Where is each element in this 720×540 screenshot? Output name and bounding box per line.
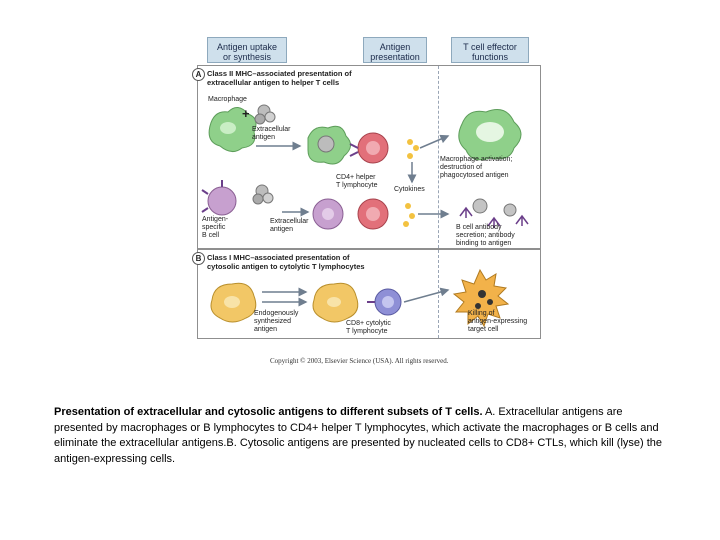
macrophage-presenting-cell xyxy=(307,125,351,165)
presenting-target-cell xyxy=(312,282,359,323)
caption-text: A. Extracellular antigens are presented … xyxy=(54,406,663,465)
panel-b: B Class I MHC–associated presentation of… xyxy=(192,249,541,339)
label-killing: Killing of antigen-expressing target cel… xyxy=(468,310,528,333)
column-divider xyxy=(438,66,439,248)
header-antigen-presentation: Antigen presentation xyxy=(363,37,427,63)
label-extracellular-antigen-1: Extracellular antigen xyxy=(252,126,291,141)
figure-caption: Presentation of extracellular and cytoso… xyxy=(54,405,664,467)
b-cell-presenting xyxy=(312,198,344,230)
cd4-t-cell-1 xyxy=(349,132,389,164)
antigen-cluster-2-icon xyxy=(252,184,274,205)
panel-b-title: Class I MHC–associated presentation of c… xyxy=(207,253,365,271)
cd8-ctl-cell xyxy=(367,288,402,316)
label-endogenous: Endogenously synthesized antigen xyxy=(254,310,299,333)
antigen-cluster-icon xyxy=(254,104,276,125)
macrophage-cell xyxy=(208,107,257,152)
panel-b-artwork xyxy=(210,268,510,328)
copyright-notice: Copyright © 2003, Elsevier Science (USA)… xyxy=(270,357,449,365)
label-macrophage-activation: Macrophage activation; destruction of ph… xyxy=(440,156,513,179)
header-effector-functions: T cell effector functions xyxy=(451,37,529,63)
header-effector-functions-label: T cell effector functions xyxy=(463,42,517,62)
activated-macrophage-cell xyxy=(458,109,522,161)
header-antigen-uptake-label: Antigen uptake or synthesis xyxy=(216,42,278,62)
header-antigen-uptake: Antigen uptake or synthesis xyxy=(207,37,287,63)
label-cd8-ctl: CD8+ cytolytic T lymphocyte xyxy=(346,320,391,335)
panel-a-artwork xyxy=(201,104,529,230)
panel-a-letter: A xyxy=(192,68,205,81)
panel-a: A Class II MHC–associated presentation o… xyxy=(192,65,541,249)
caption-title: Presentation of extracellular and cytoso… xyxy=(54,406,483,418)
immunology-figure: Antigen uptake or synthesis Antigen pres… xyxy=(192,35,541,340)
label-b-cell: Antigen- specific B cell xyxy=(202,216,229,239)
antibody-icons xyxy=(459,198,529,228)
label-macrophage: Macrophage xyxy=(208,96,247,103)
column-divider-b xyxy=(438,250,439,338)
nucleated-cell xyxy=(210,282,257,323)
cytokine-dots-2 xyxy=(403,203,415,227)
panel-b-letter: B xyxy=(192,252,205,265)
b-cell xyxy=(201,180,237,216)
label-cd4-helper: CD4+ helper T lymphocyte xyxy=(336,174,378,189)
label-cytokines: Cytokines xyxy=(394,186,425,193)
killed-target-cell xyxy=(452,268,510,328)
cytokine-dots xyxy=(407,139,419,159)
cd4-t-cell-2 xyxy=(357,198,389,230)
label-b-cell-effect: B cell antibody secretion; antibody bind… xyxy=(456,224,515,247)
header-antigen-presentation-label: Antigen presentation xyxy=(370,42,420,62)
label-plus: + xyxy=(242,106,250,121)
label-extracellular-antigen-2: Extracellular antigen xyxy=(270,218,309,233)
panel-a-title: Class II MHC–associated presentation of … xyxy=(207,69,352,87)
